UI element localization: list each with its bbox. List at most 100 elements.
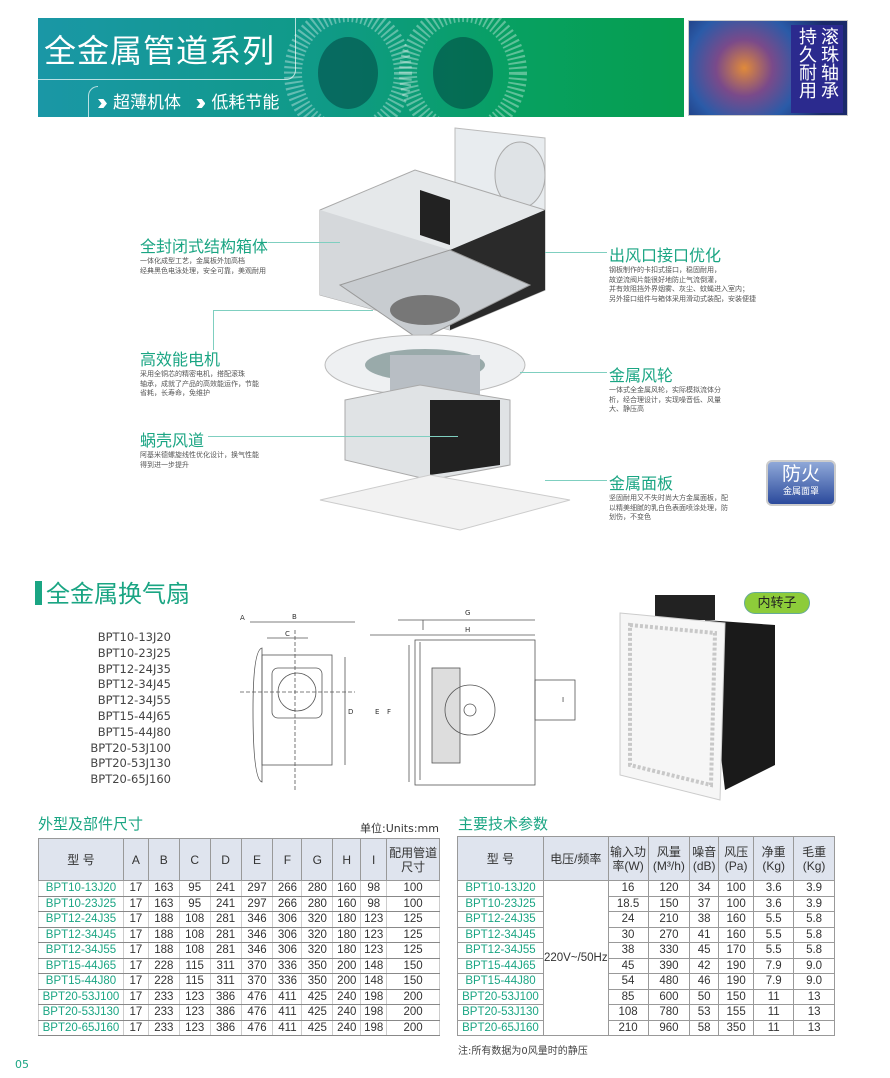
value-cell: 58 xyxy=(689,1019,720,1036)
value-cell: 11 xyxy=(753,1019,795,1036)
header-cell: G xyxy=(301,838,334,881)
value-cell: 306 xyxy=(272,926,303,943)
fan-exploded-illustration xyxy=(319,127,571,531)
value-cell: 336 xyxy=(272,957,303,974)
feature-2: 低耗节能 xyxy=(211,93,280,113)
value-cell: 125 xyxy=(386,942,440,959)
value-cell: 386 xyxy=(209,988,242,1005)
series-title: 全金属管道系列 xyxy=(44,32,276,70)
value-cell: 42 xyxy=(689,957,720,974)
value-cell: 311 xyxy=(209,973,242,990)
value-cell: 320 xyxy=(301,926,334,943)
value-cell: 200 xyxy=(386,1004,440,1021)
value-cell: 266 xyxy=(272,895,303,912)
callout-panel: 金属面板 坚固耐用又不失时尚大方金属面板，配 以精美细腻的乳白色表面喷涂处理，防… xyxy=(609,470,728,523)
inner-rotor-tag: 内转子 xyxy=(744,592,810,614)
header-cell: 型 号 xyxy=(38,838,124,881)
header-cell: E xyxy=(240,838,274,881)
value-cell: 123 xyxy=(360,926,388,943)
callout-title: 金属面板 xyxy=(609,474,674,493)
value-cell: 240 xyxy=(332,1019,362,1036)
value-cell: 390 xyxy=(647,957,691,974)
value-cell: 170 xyxy=(718,942,755,959)
model-item: BPT12-24J35 xyxy=(97,661,171,676)
value-cell: 50 xyxy=(689,988,720,1005)
model-cell: BPT20-53J130 xyxy=(457,1004,544,1021)
value-cell: 210 xyxy=(607,1019,649,1036)
callout-title: 蜗壳风道 xyxy=(140,431,205,450)
value-cell: 5.8 xyxy=(793,942,835,959)
value-cell: 200 xyxy=(386,1019,440,1036)
value-cell: 346 xyxy=(240,911,274,928)
value-cell: 100 xyxy=(386,895,440,912)
value-cell: 123 xyxy=(178,1004,211,1021)
callout-impeller: 金属风轮 一体式全金属风轮，实际模拟流体分 析，经合理设计，实现噪音低、风量 大… xyxy=(609,362,721,415)
value-cell: 241 xyxy=(209,895,242,912)
callout-desc: 大、静压高 xyxy=(609,405,644,413)
value-cell: 5.5 xyxy=(753,911,795,928)
units-label: 单位:Units:mm xyxy=(360,822,439,835)
value-cell: 30 xyxy=(607,926,649,943)
value-cell: 188 xyxy=(147,942,180,959)
value-cell: 45 xyxy=(607,957,649,974)
value-cell: 17 xyxy=(122,895,149,912)
value-cell: 123 xyxy=(178,1019,211,1036)
label-i: I xyxy=(562,696,564,704)
header-cell: H xyxy=(332,838,362,881)
value-cell: 41 xyxy=(689,926,720,943)
value-cell: 17 xyxy=(122,957,149,974)
value-cell: 18.5 xyxy=(607,895,649,912)
model-cell: BPT12-34J55 xyxy=(457,942,544,959)
header-cell: 噪音(dB) xyxy=(689,836,720,881)
value-cell: 11 xyxy=(753,1004,795,1021)
bullet-icon xyxy=(98,99,107,108)
fan-wheel-image xyxy=(284,18,527,117)
callout-motor: 高效能电机 采用全铜芯的精密电机，搭配滚珠 轴承，成就了产品的高效能运作，节能 … xyxy=(140,346,259,399)
model-cell: BPT10-13J20 xyxy=(457,880,544,897)
value-cell: 160 xyxy=(718,911,755,928)
value-cell: 200 xyxy=(332,973,362,990)
value-cell: 233 xyxy=(147,1019,180,1036)
value-cell: 780 xyxy=(647,1004,691,1021)
value-cell: 180 xyxy=(332,926,362,943)
value-cell: 16 xyxy=(607,880,649,897)
value-cell: 386 xyxy=(209,1019,242,1036)
callout-sealed-box: 全封闭式结构箱体 一体化成型工艺，金属板外加高档 经典黑色电泳处理，安全可靠，美… xyxy=(140,233,268,276)
value-cell: 34 xyxy=(689,880,720,897)
value-cell: 270 xyxy=(647,926,691,943)
value-cell: 350 xyxy=(718,1019,755,1036)
value-cell: 9.0 xyxy=(793,957,835,974)
value-cell: 240 xyxy=(332,988,362,1005)
model-cell: BPT20-53J100 xyxy=(38,988,124,1005)
value-cell: 108 xyxy=(178,926,211,943)
value-cell: 5.8 xyxy=(793,911,835,928)
header-cell: 净重(Kg) xyxy=(753,836,795,881)
specs-table: 型 号 电压/频率 输入功率(W) 风量(M³/h) 噪音(dB) 风压(Pa)… xyxy=(457,836,835,1036)
value-cell: 163 xyxy=(147,880,180,897)
badge-line-2: 持久耐用 xyxy=(796,27,817,99)
value-cell: 330 xyxy=(647,942,691,959)
value-cell: 200 xyxy=(332,957,362,974)
label-f: F xyxy=(387,708,391,716)
value-cell: 281 xyxy=(209,911,242,928)
voltage-cell: 220V~/50Hz xyxy=(542,880,609,1036)
value-cell: 350 xyxy=(301,957,334,974)
value-cell: 370 xyxy=(240,957,274,974)
label-c: C xyxy=(285,630,290,638)
label-d: D xyxy=(348,708,353,716)
value-cell: 150 xyxy=(647,895,691,912)
value-cell: 476 xyxy=(240,1019,274,1036)
callout-outlet: 出风口接口优化 钢板制作的卡扣式接口，稳固耐用， 故逆流阀片能很好地防止气流倒灌… xyxy=(609,242,756,304)
value-cell: 425 xyxy=(301,988,334,1005)
feature-list: 超薄机体 低耗节能 xyxy=(98,88,279,113)
header-cell: 风压(Pa) xyxy=(718,836,755,881)
value-cell: 241 xyxy=(209,880,242,897)
value-cell: 120 xyxy=(647,880,691,897)
value-cell: 3.9 xyxy=(793,895,835,912)
